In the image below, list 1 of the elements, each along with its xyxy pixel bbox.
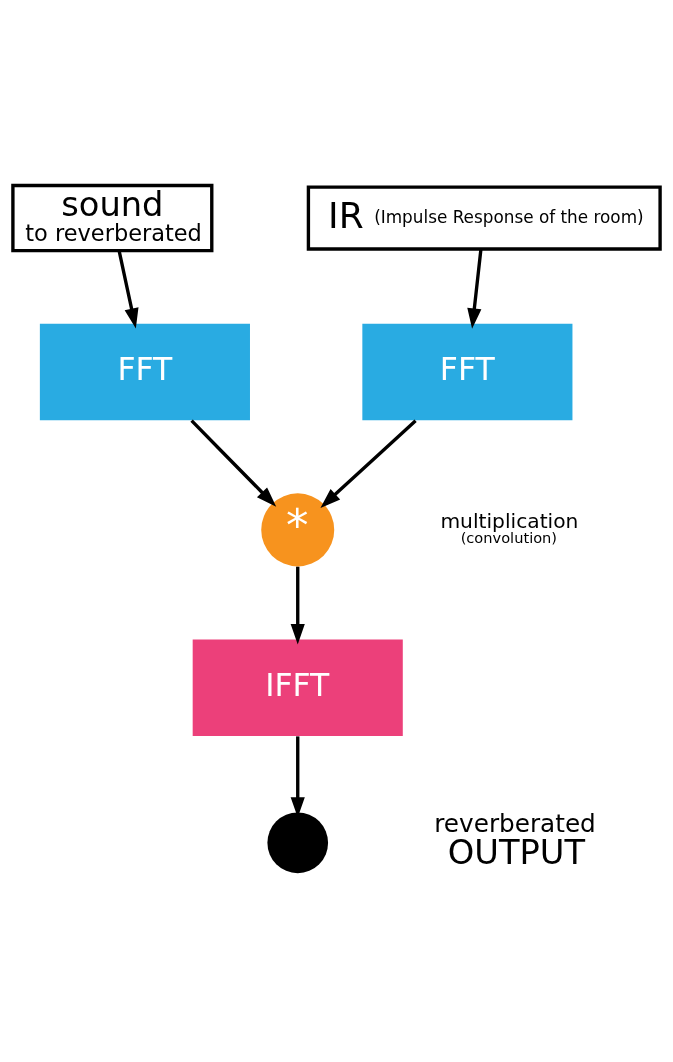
node-label: multiplication <box>440 508 579 533</box>
